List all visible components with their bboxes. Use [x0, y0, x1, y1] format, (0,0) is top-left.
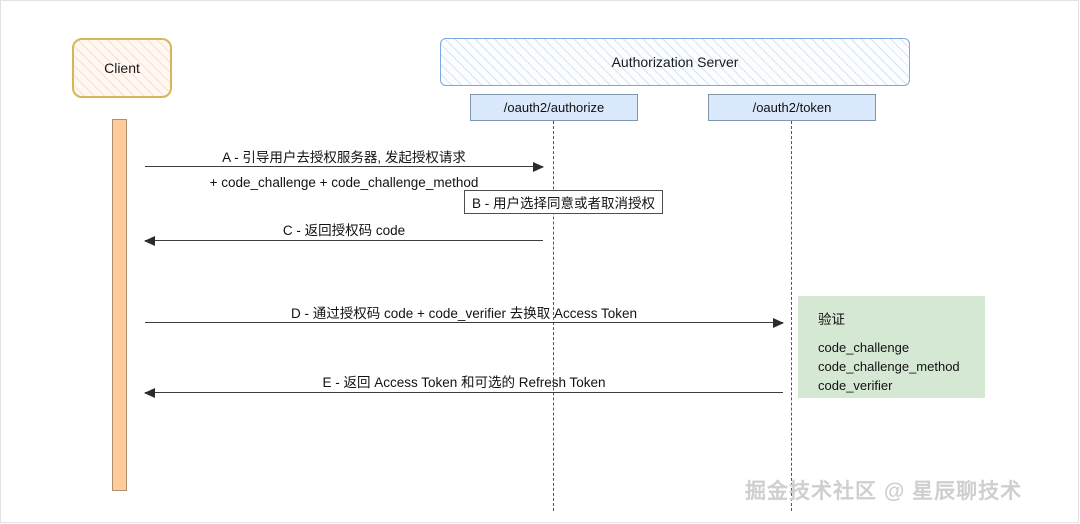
endpoint-authorize: /oauth2/authorize: [470, 94, 638, 121]
arrowhead-left-icon: [144, 235, 155, 246]
watermark: 掘金技术社区 @ 星辰聊技术: [745, 480, 1023, 503]
lifeline-authorize: [553, 121, 554, 511]
message-c-label: C - 返回授权码 code: [282, 223, 406, 238]
verification-title: 验证: [818, 312, 845, 327]
verification-panel: 验证 code_challenge code_challenge_method …: [798, 296, 985, 398]
message-e-label: E - 返回 Access Token 和可选的 Refresh Token: [322, 375, 606, 390]
note-b-label: B - 用户选择同意或者取消授权: [472, 196, 656, 211]
endpoint-token-label: /oauth2/token: [752, 100, 832, 115]
message-a-arrow: [145, 161, 544, 172]
arrowhead-right-icon: [773, 317, 784, 328]
activation-bar-client: [112, 119, 127, 491]
actor-authorization-server: Authorization Server: [440, 38, 910, 86]
message-d-label: D - 通过授权码 code + code_verifier 去换取 Acces…: [291, 306, 637, 321]
arrowhead-left-icon: [144, 387, 155, 398]
message-c-arrow: [144, 235, 543, 246]
message-d-line: [145, 322, 783, 323]
message-c-line: [145, 240, 543, 241]
verification-item-code-challenge: code_challenge: [818, 340, 910, 355]
actor-client: Client: [72, 38, 172, 98]
lifeline-token: [791, 121, 792, 511]
actor-authorization-server-label: Authorization Server: [611, 54, 739, 70]
note-b: B - 用户选择同意或者取消授权: [464, 190, 664, 214]
message-e-arrow: [144, 387, 783, 398]
arrowhead-right-icon: [533, 161, 544, 172]
endpoint-authorize-label: /oauth2/authorize: [503, 100, 605, 115]
message-a-line: [145, 166, 543, 167]
actor-client-label: Client: [104, 60, 140, 76]
verification-item-code-challenge-method: code_challenge_method: [818, 359, 960, 374]
verification-item-code-verifier: code_verifier: [818, 378, 893, 393]
message-a-label: A - 引导用户去授权服务器, 发起授权请求: [222, 150, 466, 165]
message-a-sublabel: + code_challenge + code_challenge_method: [209, 175, 479, 190]
message-d-arrow: [145, 317, 784, 328]
endpoint-token: /oauth2/token: [708, 94, 876, 121]
message-e-line: [145, 392, 783, 393]
